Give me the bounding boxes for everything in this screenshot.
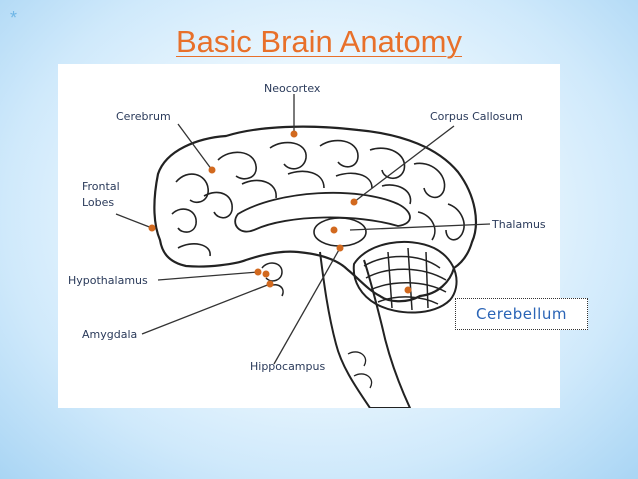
corpus-callosum-shape bbox=[234, 191, 411, 233]
label-amygdala: Amygdala bbox=[82, 328, 137, 341]
label-frontal-lobes-2: Lobes bbox=[82, 196, 114, 209]
thalamus-shape bbox=[313, 217, 367, 247]
cerebellum-shape bbox=[352, 241, 458, 314]
label-hippocampus: Hippocampus bbox=[250, 360, 325, 373]
brain-illustration: Neocortex Cerebrum Corpus Callosum Front… bbox=[68, 82, 546, 408]
leader-lines bbox=[115, 94, 491, 365]
brainstem-shape bbox=[319, 251, 412, 408]
marker-dots bbox=[148, 130, 412, 294]
label-hypothalamus: Hypothalamus bbox=[68, 274, 148, 287]
brain-diagram: Neocortex Cerebrum Corpus Callosum Front… bbox=[58, 64, 560, 408]
bullet-star-icon: * bbox=[10, 8, 18, 28]
brain-outline bbox=[153, 125, 478, 303]
label-frontal-lobes-1: Frontal bbox=[82, 180, 120, 193]
label-cerebrum: Cerebrum bbox=[116, 110, 171, 123]
cerebellum-callout: Cerebellum bbox=[455, 298, 588, 330]
slide-title: Basic Brain Anatomy bbox=[175, 24, 463, 59]
label-neocortex: Neocortex bbox=[264, 82, 321, 95]
label-corpus-callosum: Corpus Callosum bbox=[430, 110, 523, 123]
label-thalamus: Thalamus bbox=[491, 218, 546, 231]
